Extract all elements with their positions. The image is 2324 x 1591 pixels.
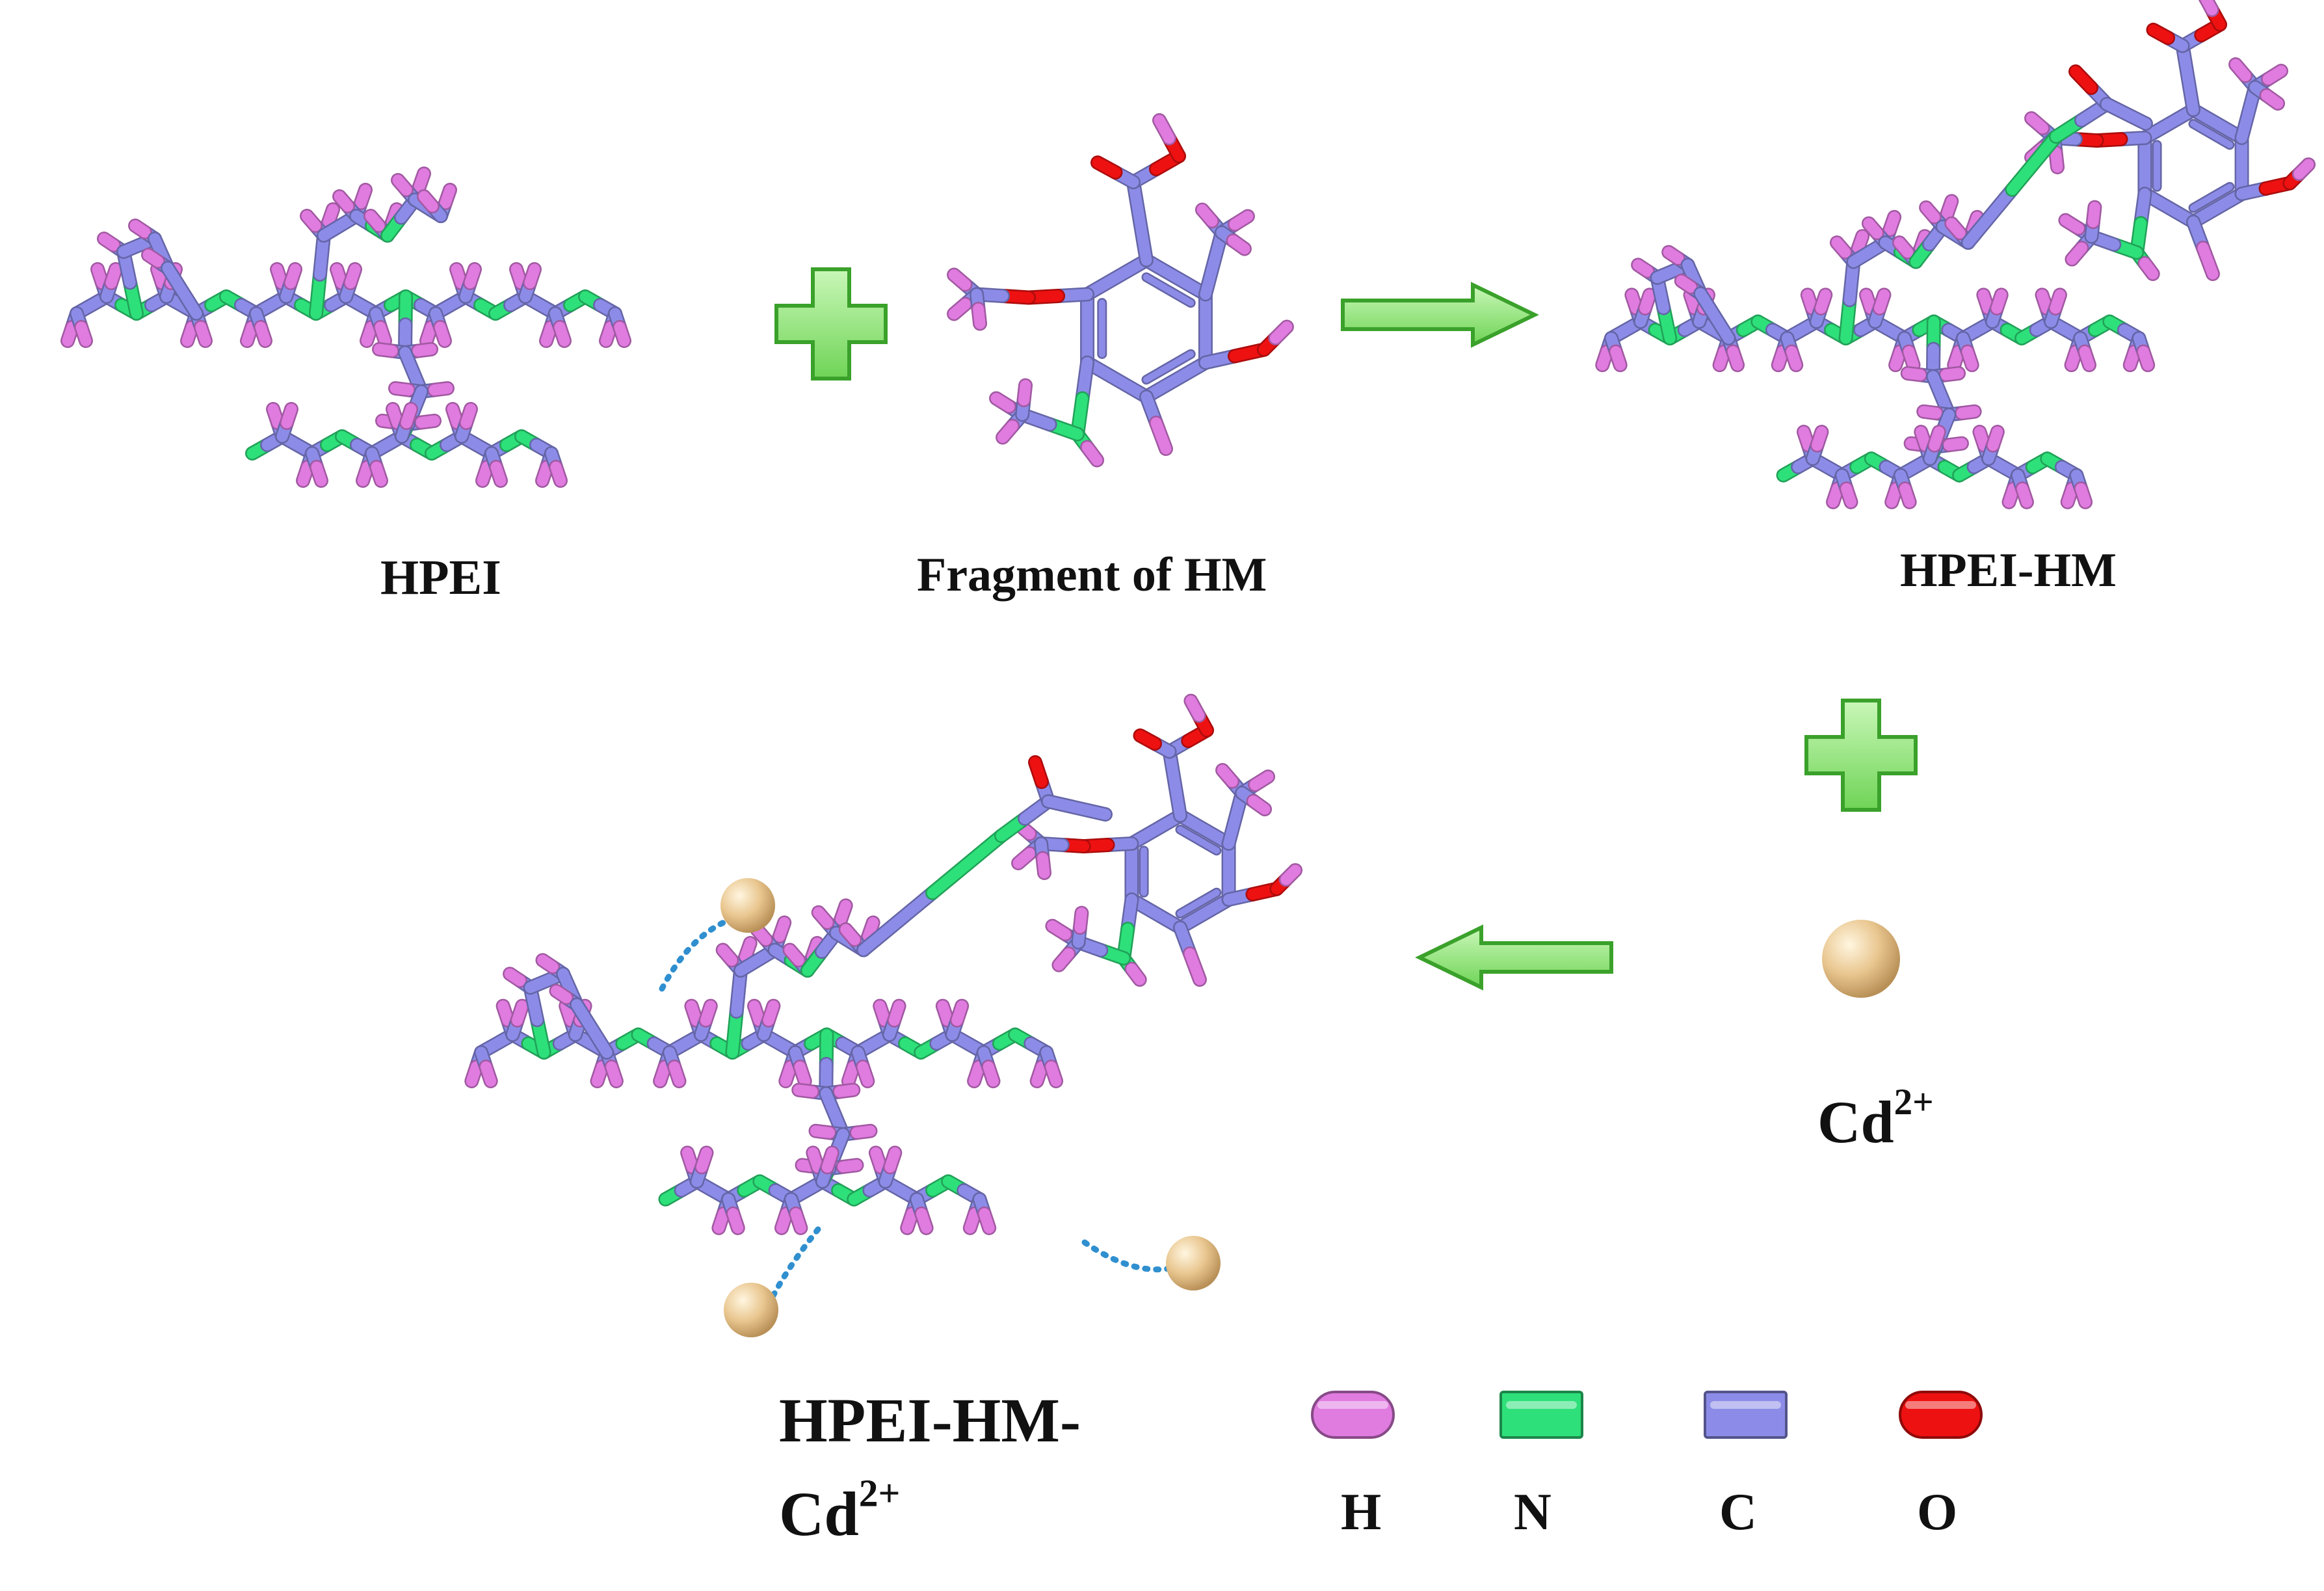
cd-ion-label: Cd2+: [1817, 1082, 1934, 1155]
legend-swatch-n: [1499, 1391, 1583, 1439]
legend-label-n: N: [1514, 1484, 1552, 1541]
hpei-hm-cd-complex-molecule: [464, 693, 1303, 1235]
hpei-label: HPEI: [380, 550, 501, 605]
legend: [1311, 1391, 1983, 1439]
coordination-bonds: [659, 917, 1174, 1304]
legend-swatch-c: [1704, 1391, 1788, 1439]
plus-icon: [774, 267, 888, 381]
cadmium-ion-icon: [724, 1283, 778, 1337]
legend-swatch-h: [1311, 1391, 1395, 1439]
fragment-of-hm-label: Fragment of HM: [917, 548, 1267, 602]
complex-label-line2: Cd2+: [779, 1471, 901, 1549]
cadmium-ion-icon: [1166, 1236, 1221, 1290]
hpei-hm-label: HPEI-HM: [1900, 544, 2117, 597]
cadmium-ion-icon: [1822, 920, 1900, 998]
complex-label-line1: HPEI-HM-: [779, 1385, 1081, 1455]
legend-label-h: H: [1341, 1484, 1382, 1541]
arrow-right-icon: [1341, 282, 1539, 348]
cadmium-ion-icon: [720, 878, 775, 933]
arrow-left-icon: [1415, 924, 1613, 991]
hm-fragment-molecule: [947, 113, 1294, 468]
legend-swatch-o: [1899, 1391, 1983, 1439]
hpei-molecule: [60, 167, 631, 488]
legend-label-o: O: [1917, 1484, 1958, 1541]
hpei-hm-molecule: [1595, 0, 2316, 509]
plus-icon: [1804, 699, 1918, 812]
legend-label-c: C: [1719, 1484, 1757, 1541]
